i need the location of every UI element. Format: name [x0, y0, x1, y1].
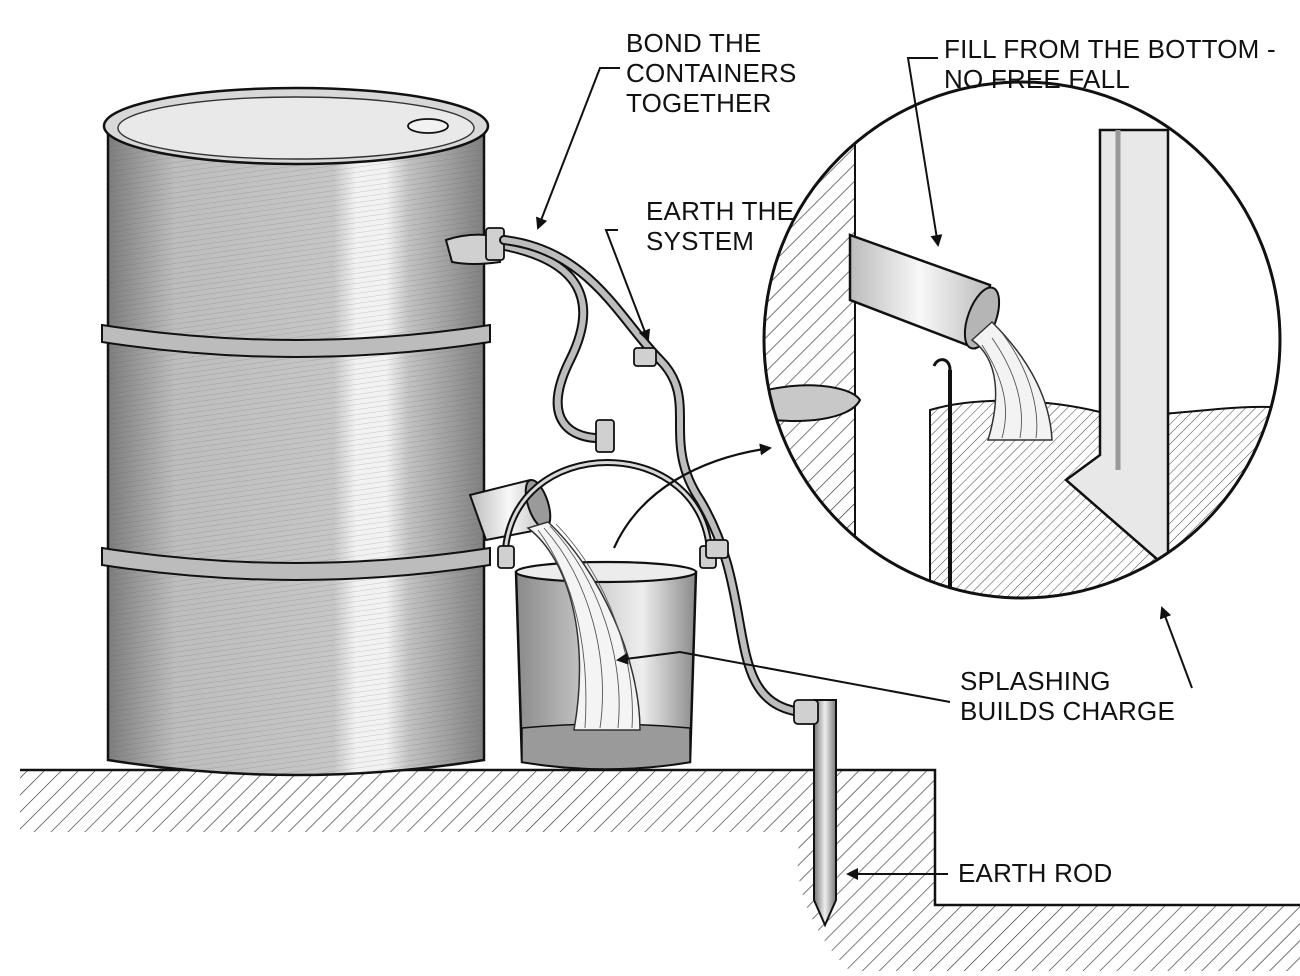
detail-view	[762, 80, 1282, 600]
label-earth-system: EARTH THE SYSTEM	[646, 196, 795, 256]
earth-rod	[793, 699, 837, 928]
ground	[20, 768, 1300, 971]
steel-drum	[101, 86, 552, 777]
label-splashing-builds-charge: SPLASHING BUILDS CHARGE	[960, 666, 1175, 726]
leader-lines	[536, 57, 1193, 880]
detail-arrow	[612, 443, 772, 549]
label-fill-from-bottom: FILL FROM THE BOTTOM - NO FREE FALL	[944, 34, 1276, 94]
bonding-cable	[485, 227, 615, 453]
pouring-stream	[526, 521, 641, 731]
earthing-cable	[499, 235, 805, 717]
label-bond-containers: BOND THE CONTAINERS TOGETHER	[626, 28, 797, 118]
label-earth-rod: EARTH ROD	[958, 858, 1113, 888]
